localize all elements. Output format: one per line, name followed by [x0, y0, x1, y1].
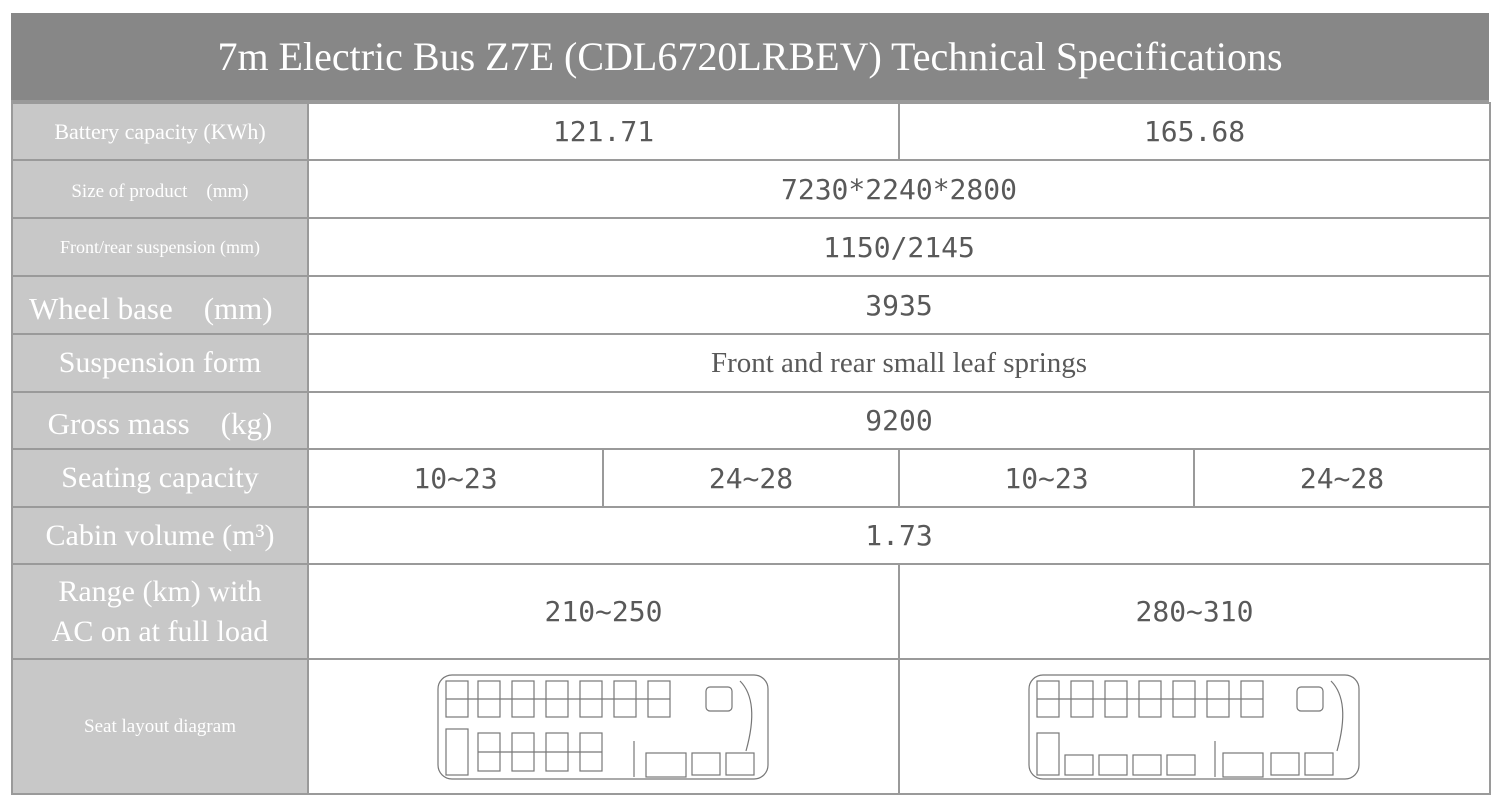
label-range: Range (km) with AC on at full load — [11, 563, 309, 660]
label-seating: Seating capacity — [11, 448, 309, 508]
label-size: Size of product (mm) — [11, 159, 309, 219]
value-cabin-volume: 1.73 — [307, 506, 1491, 565]
row-suspension-length: Front/rear suspension (mm) 1150/2145 — [11, 217, 1491, 277]
label-gross-mass: Gross mass (kg) — [11, 391, 309, 450]
value-gross-mass: 9200 — [307, 391, 1491, 450]
label-range-line1: Range (km) with — [58, 574, 262, 608]
value-size: 7230*2240*2800 — [307, 159, 1491, 219]
row-seating: Seating capacity 10~23 24~28 10~23 24~28 — [11, 448, 1491, 508]
row-suspension-form: Suspension form Front and rear small lea… — [11, 333, 1491, 393]
bus-seat-layout-icon — [436, 673, 769, 780]
label-cabin-volume: Cabin volume (m³) — [11, 506, 309, 565]
page-title: 7m Electric Bus Z7E (CDL6720LRBEV) Techn… — [11, 13, 1489, 102]
label-battery: Battery capacity (KWh) — [11, 102, 309, 161]
spec-sheet: 7m Electric Bus Z7E (CDL6720LRBEV) Techn… — [11, 13, 1491, 795]
bus-seat-layout-icon — [1027, 673, 1360, 780]
value-suspension-form: Front and rear small leaf springs — [307, 333, 1491, 393]
label-suspension-form: Suspension form — [11, 333, 309, 393]
row-battery: Battery capacity (KWh) 121.71 165.68 — [11, 102, 1491, 161]
label-wheelbase: Wheel base (mm) — [11, 275, 309, 335]
value-seating-1: 10~23 — [307, 448, 604, 508]
label-range-line2: AC on at full load — [51, 614, 269, 648]
spec-table: Battery capacity (KWh) 121.71 165.68 Siz… — [11, 102, 1491, 795]
row-seat-layout: Seat layout diagram — [11, 658, 1491, 795]
row-wheelbase: Wheel base (mm) 3935 — [11, 275, 1491, 335]
seat-layout-diagram-2 — [898, 658, 1491, 795]
value-range-1: 210~250 — [307, 563, 900, 660]
value-seating-3: 10~23 — [898, 448, 1195, 508]
row-range: Range (km) with AC on at full load 210~2… — [11, 563, 1491, 660]
row-gross-mass: Gross mass (kg) 9200 — [11, 391, 1491, 450]
value-seating-4: 24~28 — [1193, 448, 1491, 508]
value-suspension-length: 1150/2145 — [307, 217, 1491, 277]
value-battery-2: 165.68 — [898, 102, 1491, 161]
value-battery-1: 121.71 — [307, 102, 900, 161]
label-seat-layout: Seat layout diagram — [11, 658, 309, 795]
seat-layout-diagram-1 — [307, 658, 900, 795]
row-cabin-volume: Cabin volume (m³) 1.73 — [11, 506, 1491, 565]
row-size: Size of product (mm) 7230*2240*2800 — [11, 159, 1491, 219]
value-seating-2: 24~28 — [602, 448, 900, 508]
label-suspension-length: Front/rear suspension (mm) — [11, 217, 309, 277]
value-wheelbase: 3935 — [307, 275, 1491, 335]
value-range-2: 280~310 — [898, 563, 1491, 660]
